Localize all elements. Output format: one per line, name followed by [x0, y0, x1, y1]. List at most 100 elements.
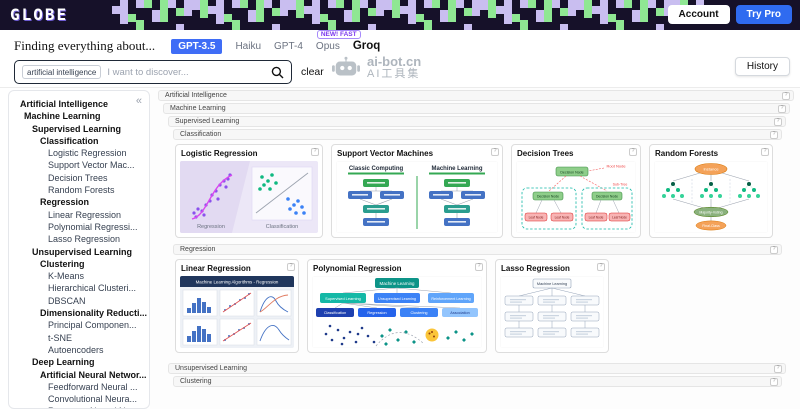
section-bar-supervised-learning[interactable]: Supervised Learning ? — [168, 116, 786, 127]
help-button[interactable]: ? — [287, 263, 295, 271]
model-tab-haiku[interactable]: Haiku — [235, 40, 262, 52]
watermark-line1: ai-bot.cn — [367, 54, 422, 69]
thumb-label-sub-tree: Sub-Tree — [613, 183, 628, 187]
section-bar-clustering[interactable]: Clustering ? — [173, 376, 782, 387]
thumb-label-clustering: Clustering — [410, 311, 427, 315]
model-tab-gpt4[interactable]: GPT-4 — [274, 40, 303, 52]
search-tag-chip[interactable]: artificial intelligence — [22, 65, 102, 79]
sidebar-item-unsupervised-learning[interactable]: Unsupervised Learning — [32, 246, 133, 257]
help-button[interactable]: ? — [475, 263, 483, 271]
account-button[interactable]: Account — [667, 5, 730, 24]
header-actions: Account Try Pro — [667, 5, 792, 24]
section-title: Artificial Intelligence — [165, 92, 227, 99]
sidebar-item-regression[interactable]: Regression — [40, 197, 90, 208]
thumb-label-regression: Regression — [197, 224, 225, 230]
sidebar-item-k-means[interactable]: K-Means — [48, 271, 85, 282]
sidebar-item-support-vector-machines[interactable]: Support Vector Mac... — [48, 160, 135, 171]
help-button[interactable]: ? — [774, 117, 782, 126]
section-bar-machine-learning[interactable]: Machine Learning ? — [163, 103, 790, 114]
help-button[interactable]: ? — [770, 245, 778, 254]
try-pro-button[interactable]: Try Pro — [735, 5, 792, 24]
clear-button[interactable]: clear — [301, 66, 324, 78]
sidebar-item-random-forests[interactable]: Random Forests — [48, 185, 115, 196]
help-button[interactable]: ? — [770, 130, 778, 139]
sidebar-item-linear-regression[interactable]: Linear Regression — [48, 209, 122, 220]
thumb-label-decision-node: Decision Node — [537, 195, 559, 199]
section-title: Supervised Learning — [175, 118, 240, 125]
sidebar-item-artificial-intelligence[interactable]: Artificial Intelligence — [20, 99, 109, 109]
section-bar-unsupervised-learning[interactable]: Unsupervised Learning ? — [168, 363, 786, 374]
help-button[interactable]: ? — [778, 104, 786, 113]
search-icon[interactable] — [271, 66, 284, 79]
pixel-decoration — [112, 0, 712, 30]
sidebar-item-dimensionality-reduction[interactable]: Dimensionality Reducti... — [40, 308, 148, 319]
sidebar-item-deep-learning[interactable]: Deep Learning — [32, 357, 95, 368]
search-box[interactable]: artificial intelligence — [14, 60, 292, 84]
sidebar-item-principal-component[interactable]: Principal Componen... — [48, 320, 137, 331]
section-bar-regression[interactable]: Regression ? — [173, 244, 782, 255]
section-artificial-intelligence: Artificial Intelligence ? Machine Learni… — [158, 90, 794, 387]
model-tab-opus[interactable]: Opus — [315, 40, 340, 52]
card-polynomial-regression[interactable]: Polynomial Regression ? Machine Learning — [307, 259, 487, 353]
section-bar-classification[interactable]: Classification ? — [173, 129, 782, 140]
help-button[interactable]: ? — [761, 148, 769, 156]
card-logistic-regression[interactable]: Logistic Regression ? — [175, 144, 323, 238]
sidebar-item-supervised-learning[interactable]: Supervised Learning — [32, 123, 122, 134]
thumb-label-supervised: Supervised Learning — [325, 296, 361, 301]
sidebar-item-decision-trees[interactable]: Decision Trees — [48, 172, 108, 183]
sidebar-item-lasso-regression[interactable]: Lasso Regression — [48, 234, 121, 245]
sidebar-item-logistic-regression[interactable]: Logistic Regression — [48, 148, 127, 159]
section-title: Regression — [180, 246, 216, 253]
sidebar-item-autoencoders[interactable]: Autoencoders — [48, 344, 104, 355]
thumb-label-classification: Classification — [324, 311, 346, 315]
card-title: Logistic Regression — [181, 149, 258, 158]
search-header: Finding everything about... GPT-3.5 Haik… — [0, 30, 800, 88]
help-button[interactable]: ? — [491, 148, 499, 156]
section-title: Machine Learning — [170, 105, 226, 112]
sidebar-item-t-sne[interactable]: t-SNE — [48, 332, 73, 343]
watermark: ai-bot.cn AI工具集 — [332, 55, 421, 81]
sidebar-item-polynomial-regression[interactable]: Polynomial Regressi... — [48, 221, 138, 232]
thumb-label-unsupervised: Unsupervised Learning — [378, 297, 416, 301]
help-button[interactable]: ? — [774, 364, 782, 373]
thumb-label-leaf-node: Leaf Node — [612, 216, 627, 220]
card-random-forests[interactable]: Random Forests ? Instance — [649, 144, 773, 238]
random-forest-thumbnail: Instance — [654, 161, 768, 233]
svm-thumbnail: Classic Computing Machine Learning — [336, 161, 498, 233]
sidebar-item-dbscan[interactable]: DBSCAN — [48, 295, 86, 306]
card-support-vector-machines[interactable]: Support Vector Machines ? Classic Comput… — [331, 144, 503, 238]
thumb-label-association: Association — [450, 311, 469, 315]
sidebar-item-machine-learning[interactable]: Machine Learning — [24, 111, 101, 122]
classification-cards: Logistic Regression ? — [175, 144, 782, 238]
section-regression: Regression ? Linear Regression ? — [173, 244, 782, 353]
thumb-label-machine-learning: Machine Learning — [431, 166, 482, 172]
sidebar-item-hierarchical-clustering[interactable]: Hierarchical Clusteri... — [48, 283, 137, 294]
sidebar-item-convolutional-neural[interactable]: Convolutional Neura... — [48, 394, 138, 405]
sidebar-item-classification[interactable]: Classification — [40, 135, 99, 146]
section-bar-artificial-intelligence[interactable]: Artificial Intelligence ? — [158, 90, 794, 101]
sidebar-item-feedforward-neural[interactable]: Feedforward Neural ... — [48, 381, 138, 392]
thumb-label-leaf-node: Leaf Node — [529, 216, 544, 220]
sidebar-item-recurrent-neural[interactable]: Recurrent Neural Ne... — [20, 405, 145, 408]
help-button[interactable]: ? — [629, 148, 637, 156]
help-button[interactable]: ? — [597, 263, 605, 271]
thumb-label-reinforcement: Reinforcement Learning — [431, 297, 470, 301]
thumb-label-regression: Regression — [367, 311, 386, 315]
section-title: Unsupervised Learning — [175, 365, 247, 372]
model-tab-groq[interactable]: Groq — [352, 40, 381, 52]
collapse-sidebar-icon[interactable]: « — [135, 95, 142, 107]
model-tab-gpt35[interactable]: GPT-3.5 — [171, 38, 223, 54]
sidebar-item-artificial-neural-networks[interactable]: Artificial Neural Networ... — [40, 369, 147, 380]
help-button[interactable]: ? — [782, 91, 790, 100]
card-decision-trees[interactable]: Decision Trees ? Root Node Decis — [511, 144, 641, 238]
linear-regression-thumbnail: Machine Learning Algorithms - Regression — [180, 276, 294, 348]
help-button[interactable]: ? — [311, 148, 319, 156]
search-input[interactable] — [107, 66, 265, 78]
new-fast-badge: NEW! FAST — [316, 30, 361, 39]
help-button[interactable]: ? — [770, 377, 778, 386]
history-button[interactable]: History — [734, 57, 790, 76]
card-linear-regression[interactable]: Linear Regression ? Machine Learning Alg… — [175, 259, 299, 353]
card-lasso-regression[interactable]: Lasso Regression ? Machine Learning — [495, 259, 609, 353]
sidebar-item-clustering[interactable]: Clustering — [40, 258, 85, 269]
thumb-label-classic-computing: Classic Computing — [349, 166, 404, 172]
